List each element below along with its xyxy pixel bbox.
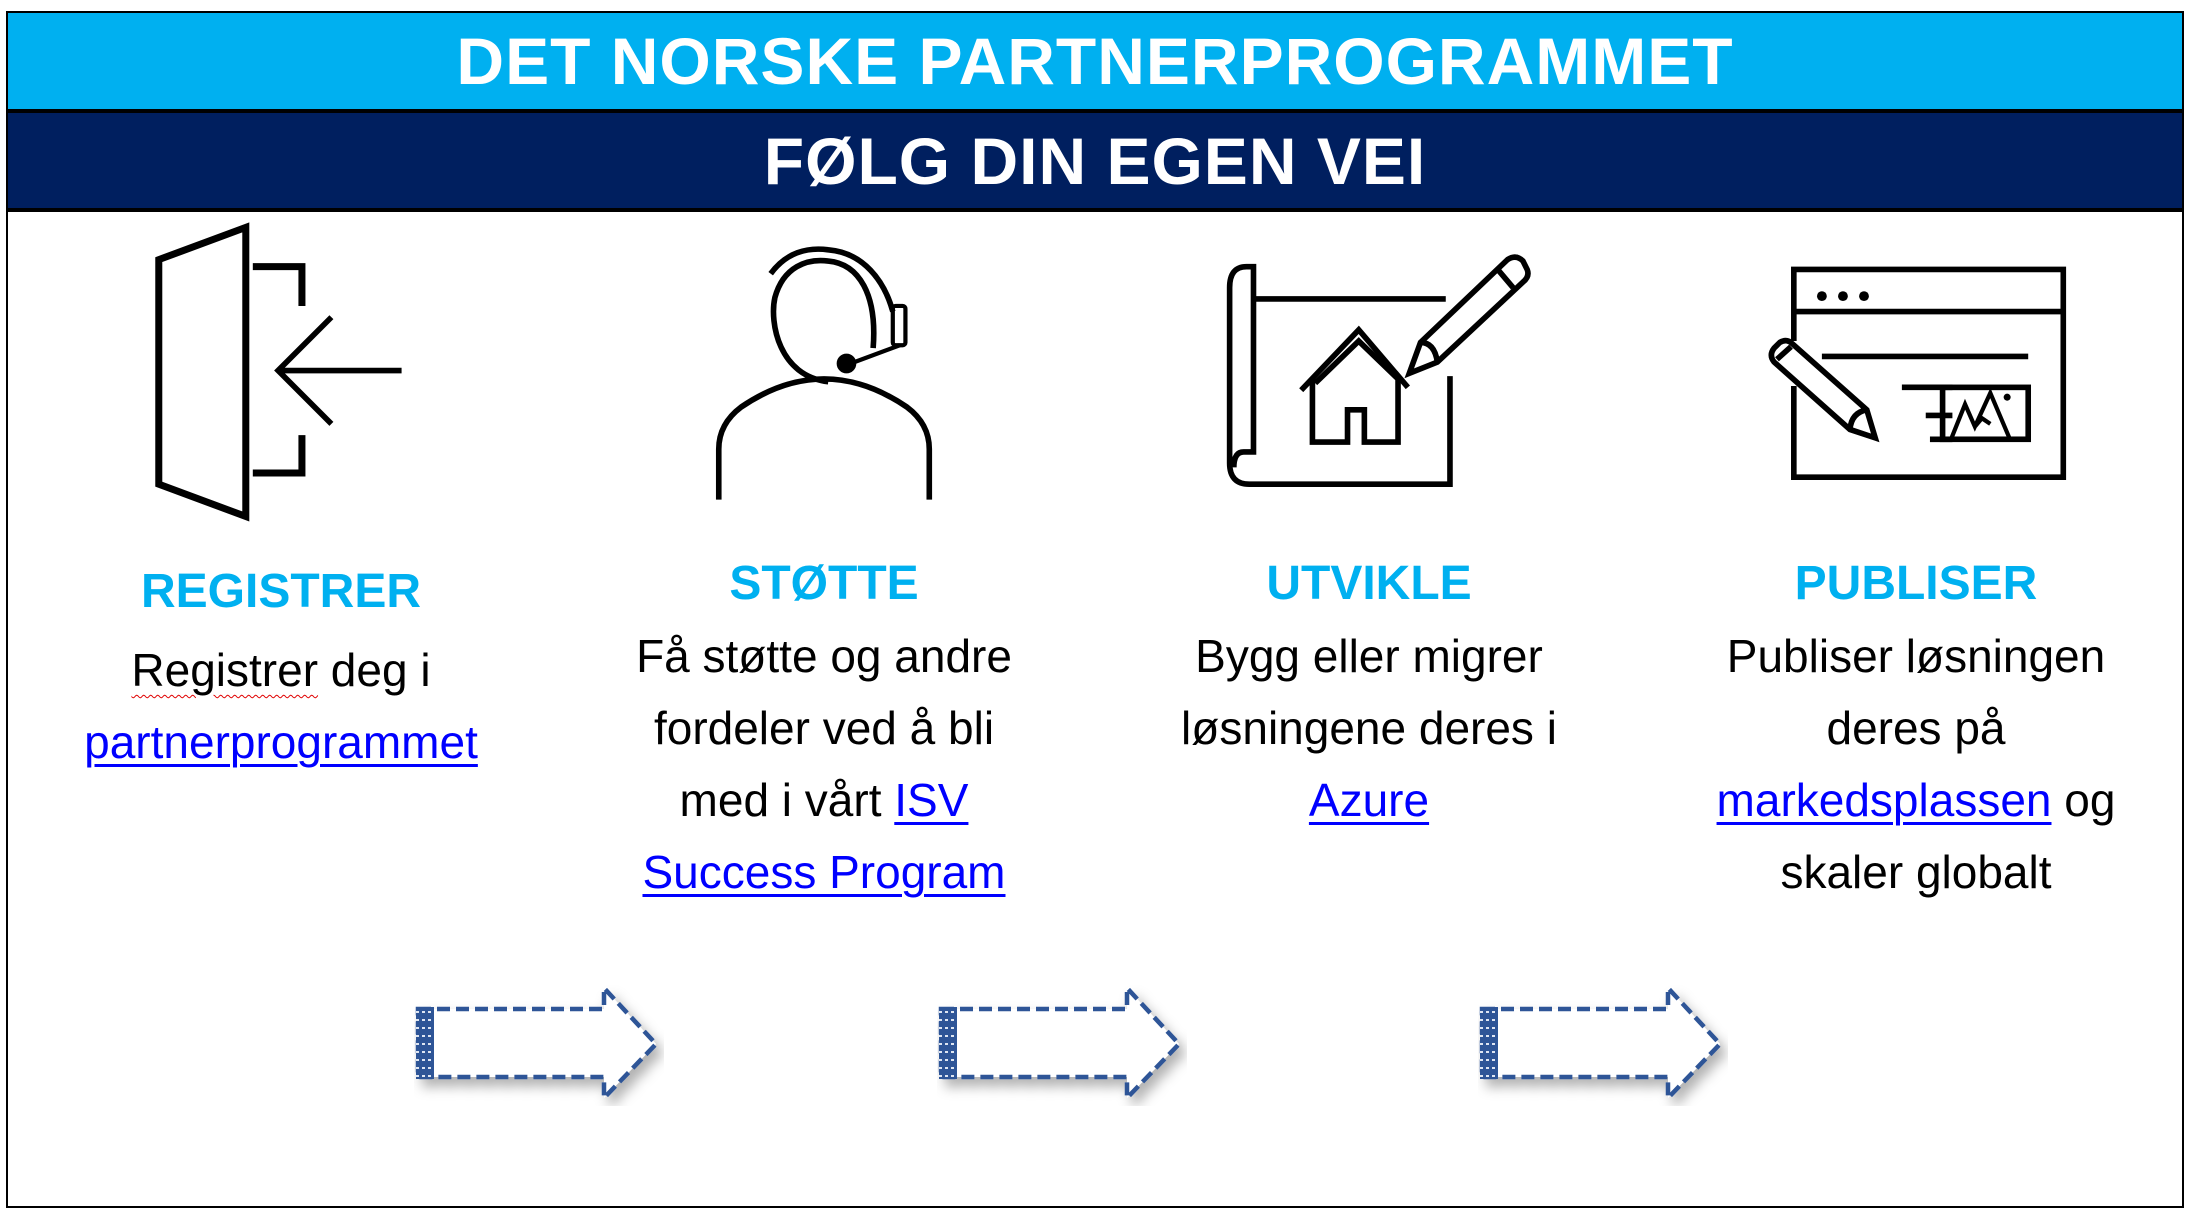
step-text: og	[2051, 774, 2116, 826]
page-title: DET NORSKE PARTNERPROGRAMMET	[456, 24, 1734, 98]
step-stotte: STØTTE Få støtte og andre fordeler ved å…	[544, 552, 1104, 908]
isv-success-link[interactable]: Success Program	[642, 846, 1006, 898]
step-title: STØTTE	[729, 557, 919, 610]
step-text: Få støtte og andre	[636, 630, 1012, 682]
door-enter-icon	[155, 222, 402, 522]
step-publiser: PUBLISER Publiser løsningen deres på mar…	[1636, 552, 2194, 908]
step-text: skaler globalt	[1780, 846, 2052, 898]
page-subtitle: FØLG DIN EGEN VEI	[763, 123, 1427, 198]
step-title: PUBLISER	[1794, 557, 2038, 610]
step-arrow-3	[1479, 984, 1724, 1104]
marketplace-link[interactable]: markedsplassen	[1716, 774, 2052, 826]
step-title: REGISTRER	[140, 565, 422, 618]
step-registrer: REGISTRER Registrer deg i partnerprogram…	[1, 560, 561, 778]
step-title: UTVIKLE	[1266, 557, 1472, 610]
step-arrow-1	[415, 984, 660, 1104]
title-banner: DET NORSKE PARTNERPROGRAMMET	[8, 13, 2182, 113]
step-text: Registrer	[131, 644, 319, 696]
step-text: Bygg eller migrer	[1195, 630, 1543, 682]
step-text: deg i	[318, 644, 431, 696]
step-utvikle: UTVIKLE Bygg eller migrer løsningene der…	[1089, 552, 1649, 836]
isv-success-link[interactable]: ISV	[894, 774, 969, 826]
partnerprogram-link[interactable]: partnerprogrammet	[84, 716, 478, 768]
step-text: løsningene deres i	[1181, 702, 1557, 754]
step-text: Publiser løsningen	[1726, 630, 2106, 682]
blueprint-pencil-icon	[1226, 254, 1531, 488]
slide-frame	[6, 11, 2184, 1208]
headset-support-icon	[715, 246, 933, 500]
azure-link[interactable]: Azure	[1308, 774, 1430, 826]
web-publish-icon	[1768, 266, 2067, 480]
step-text: med i vårt	[679, 774, 895, 826]
step-arrow-2	[938, 984, 1183, 1104]
step-text: deres på	[1826, 702, 2006, 754]
subtitle-banner: FØLG DIN EGEN VEI	[8, 113, 2182, 212]
step-text: fordeler ved å bli	[653, 702, 995, 754]
